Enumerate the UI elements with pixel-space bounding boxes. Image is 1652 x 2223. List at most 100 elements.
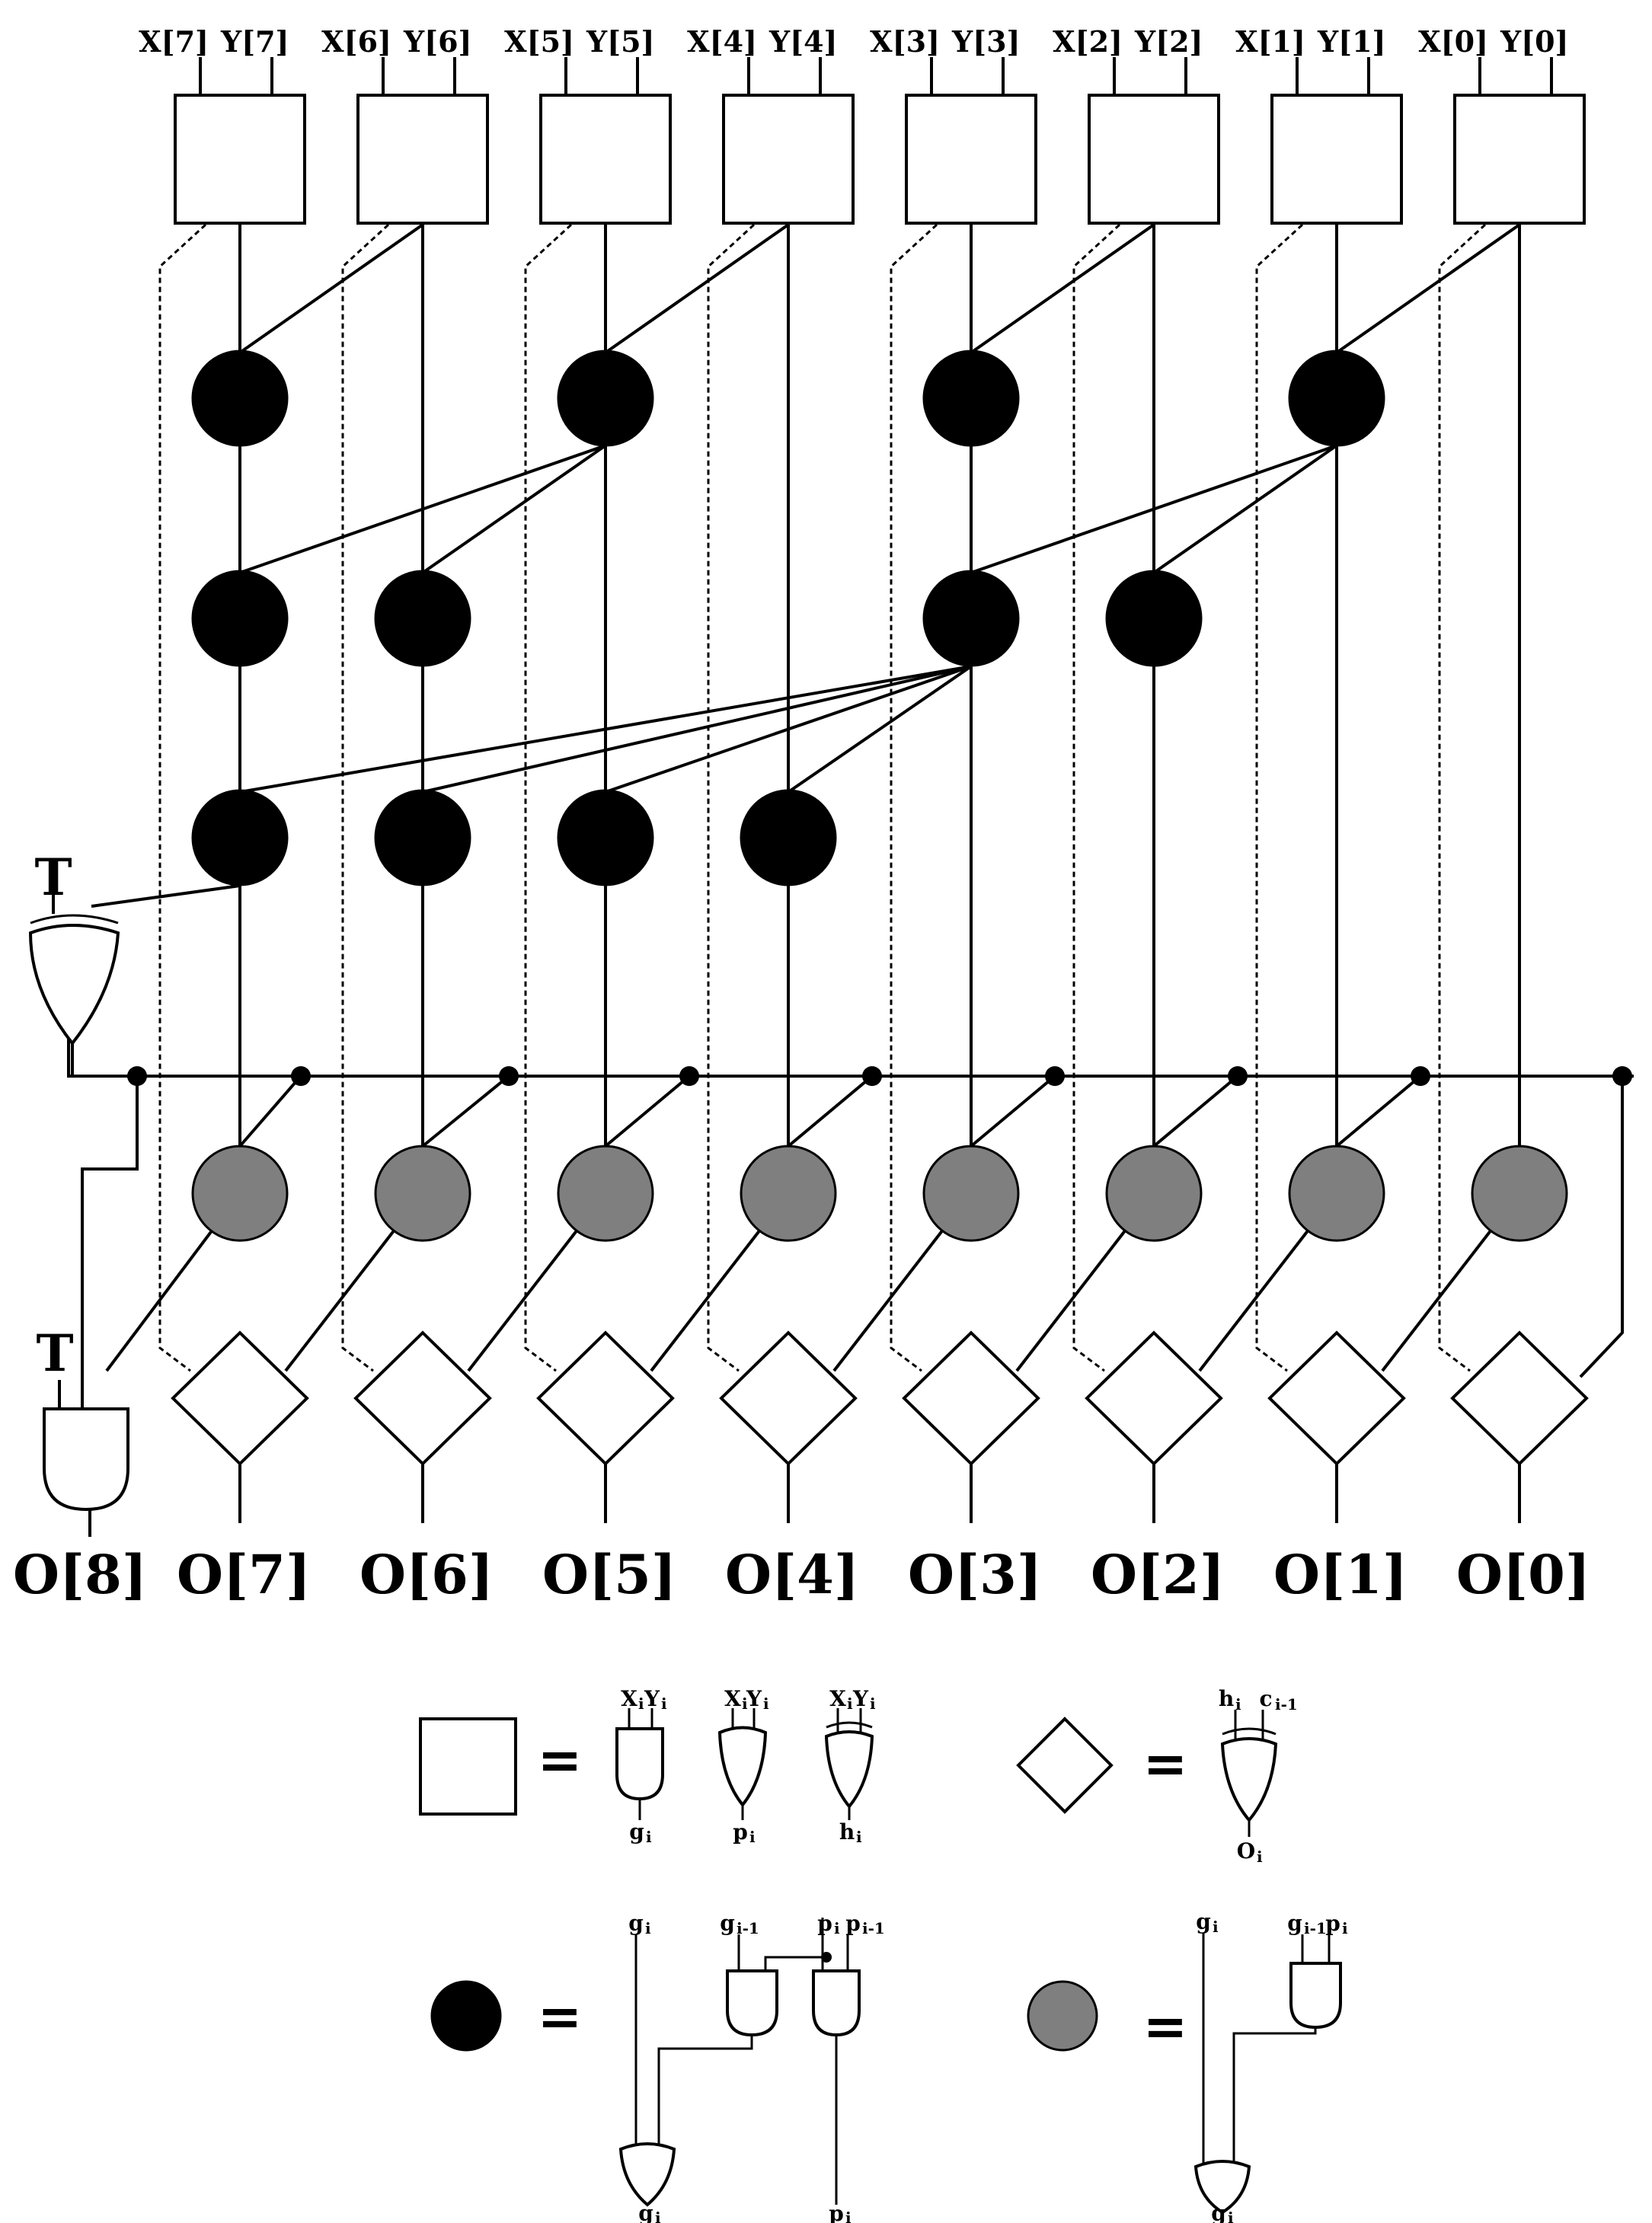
input-label-y1: Y[1] [1317,24,1386,59]
svg-text:g: g [638,2201,653,2223]
legend-black-circle [430,1980,502,2052]
generate-propagate-boxes [174,94,1586,225]
svg-text:i: i [1235,1695,1241,1714]
input-label-y6: Y[6] [403,24,472,59]
sum-diamond [1267,1330,1406,1466]
black-node [740,789,837,886]
output-label-o1: O[1] [1273,1543,1408,1606]
overflow-and-gate [43,1407,129,1512]
svg-text:i: i [1257,1848,1263,1866]
svg-text:i: i [661,1694,667,1713]
legend-or-gate [717,1726,768,1808]
legend-equals: = [538,1729,583,1791]
svg-text:p: p [845,1911,861,1936]
black-node [191,350,289,447]
black-node [374,789,471,886]
black-node [922,350,1020,447]
svg-text:g: g [1196,1909,1211,1934]
svg-text:i-1: i-1 [1304,1919,1327,1937]
svg-text:i: i [1213,1918,1219,1936]
legend-diamond: = h i c i-1 O i [1016,1686,1298,1866]
black-node [922,570,1020,667]
legend-gray-node: = g i g i-1 p i g i [1027,1909,1348,2223]
input-label-y3: Y[3] [951,24,1021,59]
black-prefix-nodes [191,350,1385,886]
pg-box-7 [174,94,306,225]
svg-text:=: = [538,1985,583,2048]
svg-text:Y: Y [746,1686,762,1711]
svg-text:p: p [817,1911,832,1936]
black-node [374,570,471,667]
svg-text:i-1: i-1 [1275,1695,1298,1714]
input-label-y5: Y[5] [586,24,655,59]
svg-text:h: h [1219,1686,1234,1711]
black-node [1288,350,1385,447]
sum-diamond [536,1330,675,1466]
svg-text:i: i [749,1828,756,1846]
input-label-y2: Y[2] [1134,24,1203,59]
svg-text:i-1: i-1 [862,1919,885,1937]
legend-box: = X i Y i g i X i Y i p i X i Y i h i [419,1686,876,1846]
svg-text:p: p [733,1819,748,1845]
legend-diamond-shape [1016,1717,1114,1814]
gray-node [1471,1145,1568,1242]
input-label-x1: X[1] [1235,24,1305,59]
output-label-o2: O[2] [1091,1543,1225,1606]
svg-text:i: i [1342,1919,1348,1937]
input-label-y7: Y[7] [220,24,289,59]
input-label-x3: X[3] [870,24,940,59]
svg-text:O: O [1237,1838,1255,1864]
svg-text:i: i [655,2209,661,2223]
legend-black-node: = g i g i-1 p i p i-1 g i p i [430,1911,885,2223]
input-label-y0: Y[0] [1500,24,1569,59]
black-node [557,789,654,886]
svg-text:i: i [1228,2209,1234,2223]
svg-text:i: i [870,1694,876,1713]
svg-text:h: h [839,1819,855,1845]
output-label-o8: O[8] [13,1543,147,1606]
input-labels: X[7] Y[7] X[6] Y[6] X[5] Y[5] X[4] Y[4] … [139,24,1568,59]
svg-text:i: i [638,1694,644,1713]
svg-text:X: X [829,1686,846,1711]
legend-xor-gate [824,1730,874,1809]
input-label-x2: X[2] [1053,24,1123,59]
gray-prefix-nodes [191,1145,1568,1242]
gray-node [922,1145,1020,1242]
input-label-x6: X[6] [321,24,391,59]
input-label-y4: Y[4] [768,24,838,59]
sum-diamond [171,1330,309,1466]
sum-diamonds [171,1330,1589,1466]
svg-text:i: i [742,1694,748,1713]
svg-text:i: i [646,1828,652,1846]
gray-node [1105,1145,1203,1242]
output-label-o0: O[0] [1456,1543,1590,1606]
svg-text:p: p [829,2201,844,2223]
legend-and-gate [615,1727,664,1801]
input-stubs [199,57,1553,95]
svg-text:Y: Y [852,1686,869,1711]
svg-text:g: g [720,1911,735,1936]
black-node [191,789,289,886]
svg-text:=: = [1143,1995,1188,2058]
gray-node [374,1145,471,1242]
black-node [191,570,289,667]
sum-diamond [1450,1330,1589,1466]
legend-sum-xor-gate [1220,1737,1278,1823]
pg-box-0 [1453,94,1586,225]
bus-junctions [127,1066,1632,1086]
svg-text:c: c [1259,1686,1272,1711]
sum-diamond [902,1330,1040,1466]
gray-node [191,1145,289,1242]
t-label-xor: T [34,848,72,907]
overflow-xor-gate [28,914,137,1078]
svg-text:g: g [629,1819,644,1845]
svg-text:g: g [1211,2201,1226,2223]
svg-text:i-1: i-1 [737,1919,759,1937]
legend-gray-circle [1027,1980,1098,2052]
gray-node [1288,1145,1385,1242]
svg-text:i: i [847,1694,853,1713]
svg-text:i: i [856,1828,862,1846]
pg-box-1 [1270,94,1403,225]
pg-box-5 [539,94,672,225]
